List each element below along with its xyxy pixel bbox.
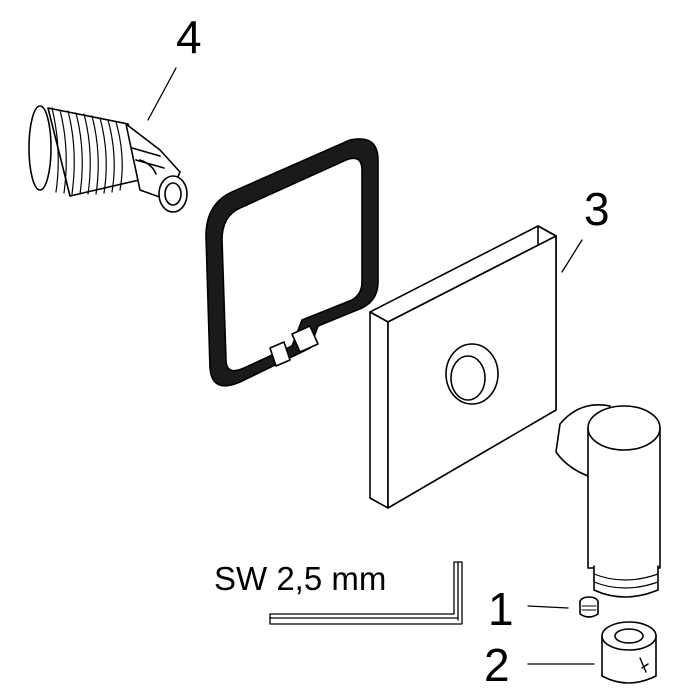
callout-2: 2 xyxy=(484,639,510,691)
leader-line-4 xyxy=(147,67,177,121)
nut-fitting-icon xyxy=(601,621,657,684)
square-rosette-icon xyxy=(369,225,557,509)
hex-key-size-label: SW 2,5 mm xyxy=(214,560,387,597)
elbow-outlet-icon xyxy=(555,404,661,598)
callout-3: 3 xyxy=(584,183,610,235)
leader-line-1 xyxy=(527,605,569,609)
callout-1: 1 xyxy=(488,583,514,635)
threaded-connector-icon xyxy=(28,105,188,213)
leader-line-3 xyxy=(561,239,583,273)
grub-screw-icon xyxy=(579,596,599,618)
hex-key-icon xyxy=(269,561,463,625)
callout-4: 4 xyxy=(176,11,202,63)
square-gasket-icon xyxy=(205,138,379,387)
